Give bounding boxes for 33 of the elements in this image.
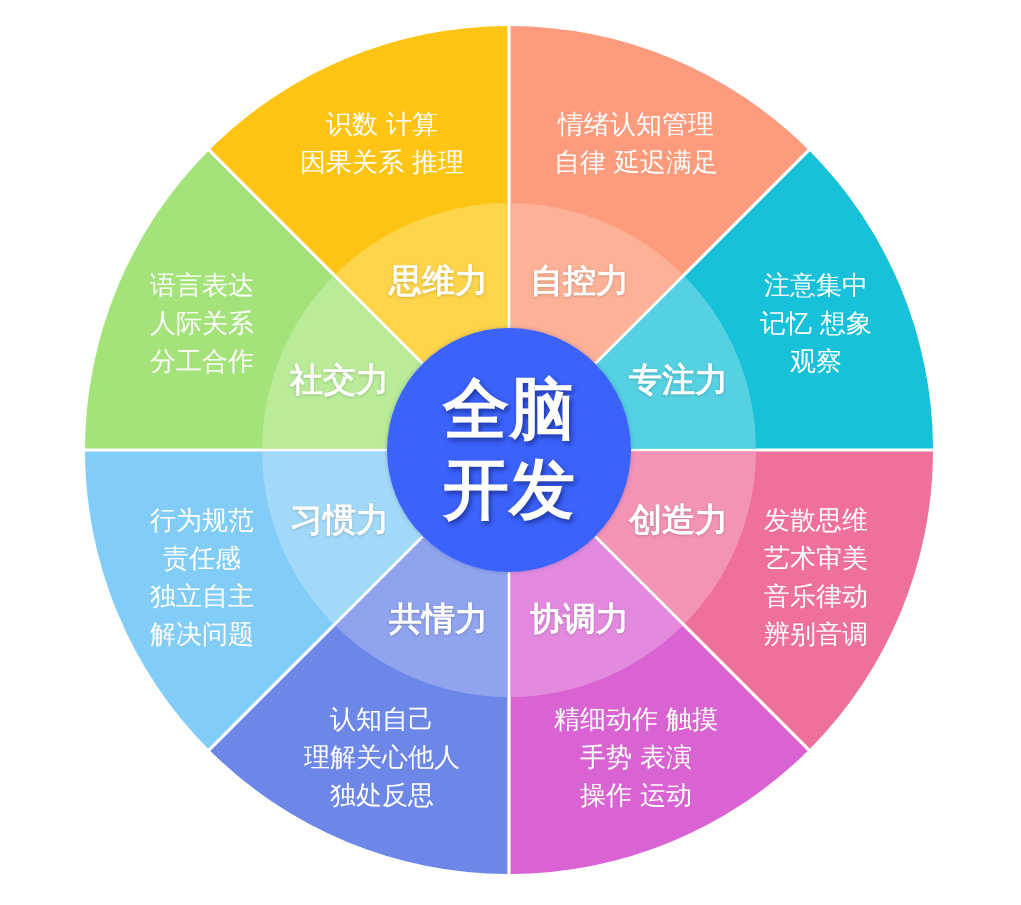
segment-title: 社交力 <box>290 359 390 400</box>
skill-item: 艺术审美 <box>763 542 868 576</box>
segment-title: 思维力 <box>389 260 489 301</box>
segment-title: 习惯力 <box>290 500 390 540</box>
skill-item: 人际关系 <box>150 306 255 340</box>
skill-item: 独立自主 <box>150 580 255 614</box>
skill-item: 辨别音调 <box>763 618 868 652</box>
skill-item: 责任感 <box>163 542 242 576</box>
segment-title: 专注力 <box>628 359 728 400</box>
segment-title: 创造力 <box>628 500 728 540</box>
skill-item: 手势 表演 <box>579 740 693 774</box>
skill-item: 注意集中 <box>763 268 868 302</box>
segment-title: 共情力 <box>389 599 489 640</box>
skill-item: 识数 计算 <box>325 108 439 142</box>
skill-item: 行为规范 <box>150 504 255 538</box>
skill-item: 自律 延迟满足 <box>553 146 719 180</box>
skill-item: 发散思维 <box>763 504 868 538</box>
segment-title: 自控力 <box>529 260 629 301</box>
skill-item: 认知自己 <box>329 702 434 736</box>
segment-title: 协调力 <box>529 599 629 640</box>
skill-item: 音乐律动 <box>763 580 868 614</box>
skill-item: 独处反思 <box>329 778 434 812</box>
skill-item: 因果关系 推理 <box>299 146 465 180</box>
skill-item: 记忆 想象 <box>759 306 872 340</box>
skill-item: 语言表达 <box>150 268 255 302</box>
skill-item: 操作 运动 <box>579 778 693 812</box>
skill-item: 理解关心他人 <box>303 740 460 774</box>
skill-item: 解决问题 <box>150 618 255 652</box>
skill-item: 观察 <box>789 344 842 378</box>
center-title: 全脑开发 <box>441 370 576 530</box>
skill-item: 情绪认知管理 <box>558 108 715 142</box>
skill-item: 精细动作 触摸 <box>553 702 719 736</box>
skill-item: 分工合作 <box>150 344 255 378</box>
